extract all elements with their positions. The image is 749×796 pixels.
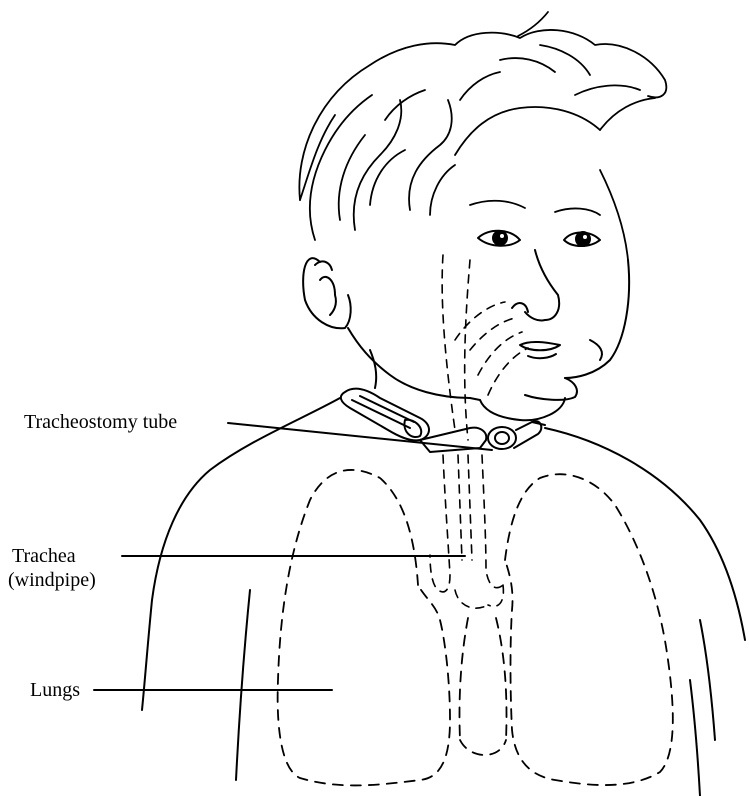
nose-mouth [512,250,560,358]
label-lungs: Lungs [30,678,80,702]
trachea-dashed [430,455,503,608]
label-windpipe: (windpipe) [8,568,96,592]
leader-lines [94,423,492,690]
neck [348,328,480,400]
leader-line-tube [228,423,492,450]
ear [303,258,351,328]
tracheostomy-tube [341,389,545,452]
right-lung [505,474,673,785]
lungs-dashed [278,470,673,785]
airway-dashed-face [442,255,528,440]
label-tracheostomy-tube: Tracheostomy tube [24,410,177,434]
label-trachea: Trachea [12,544,76,568]
left-lung [278,470,450,785]
face [480,260,629,420]
eyes [470,201,600,246]
hair [299,12,666,260]
